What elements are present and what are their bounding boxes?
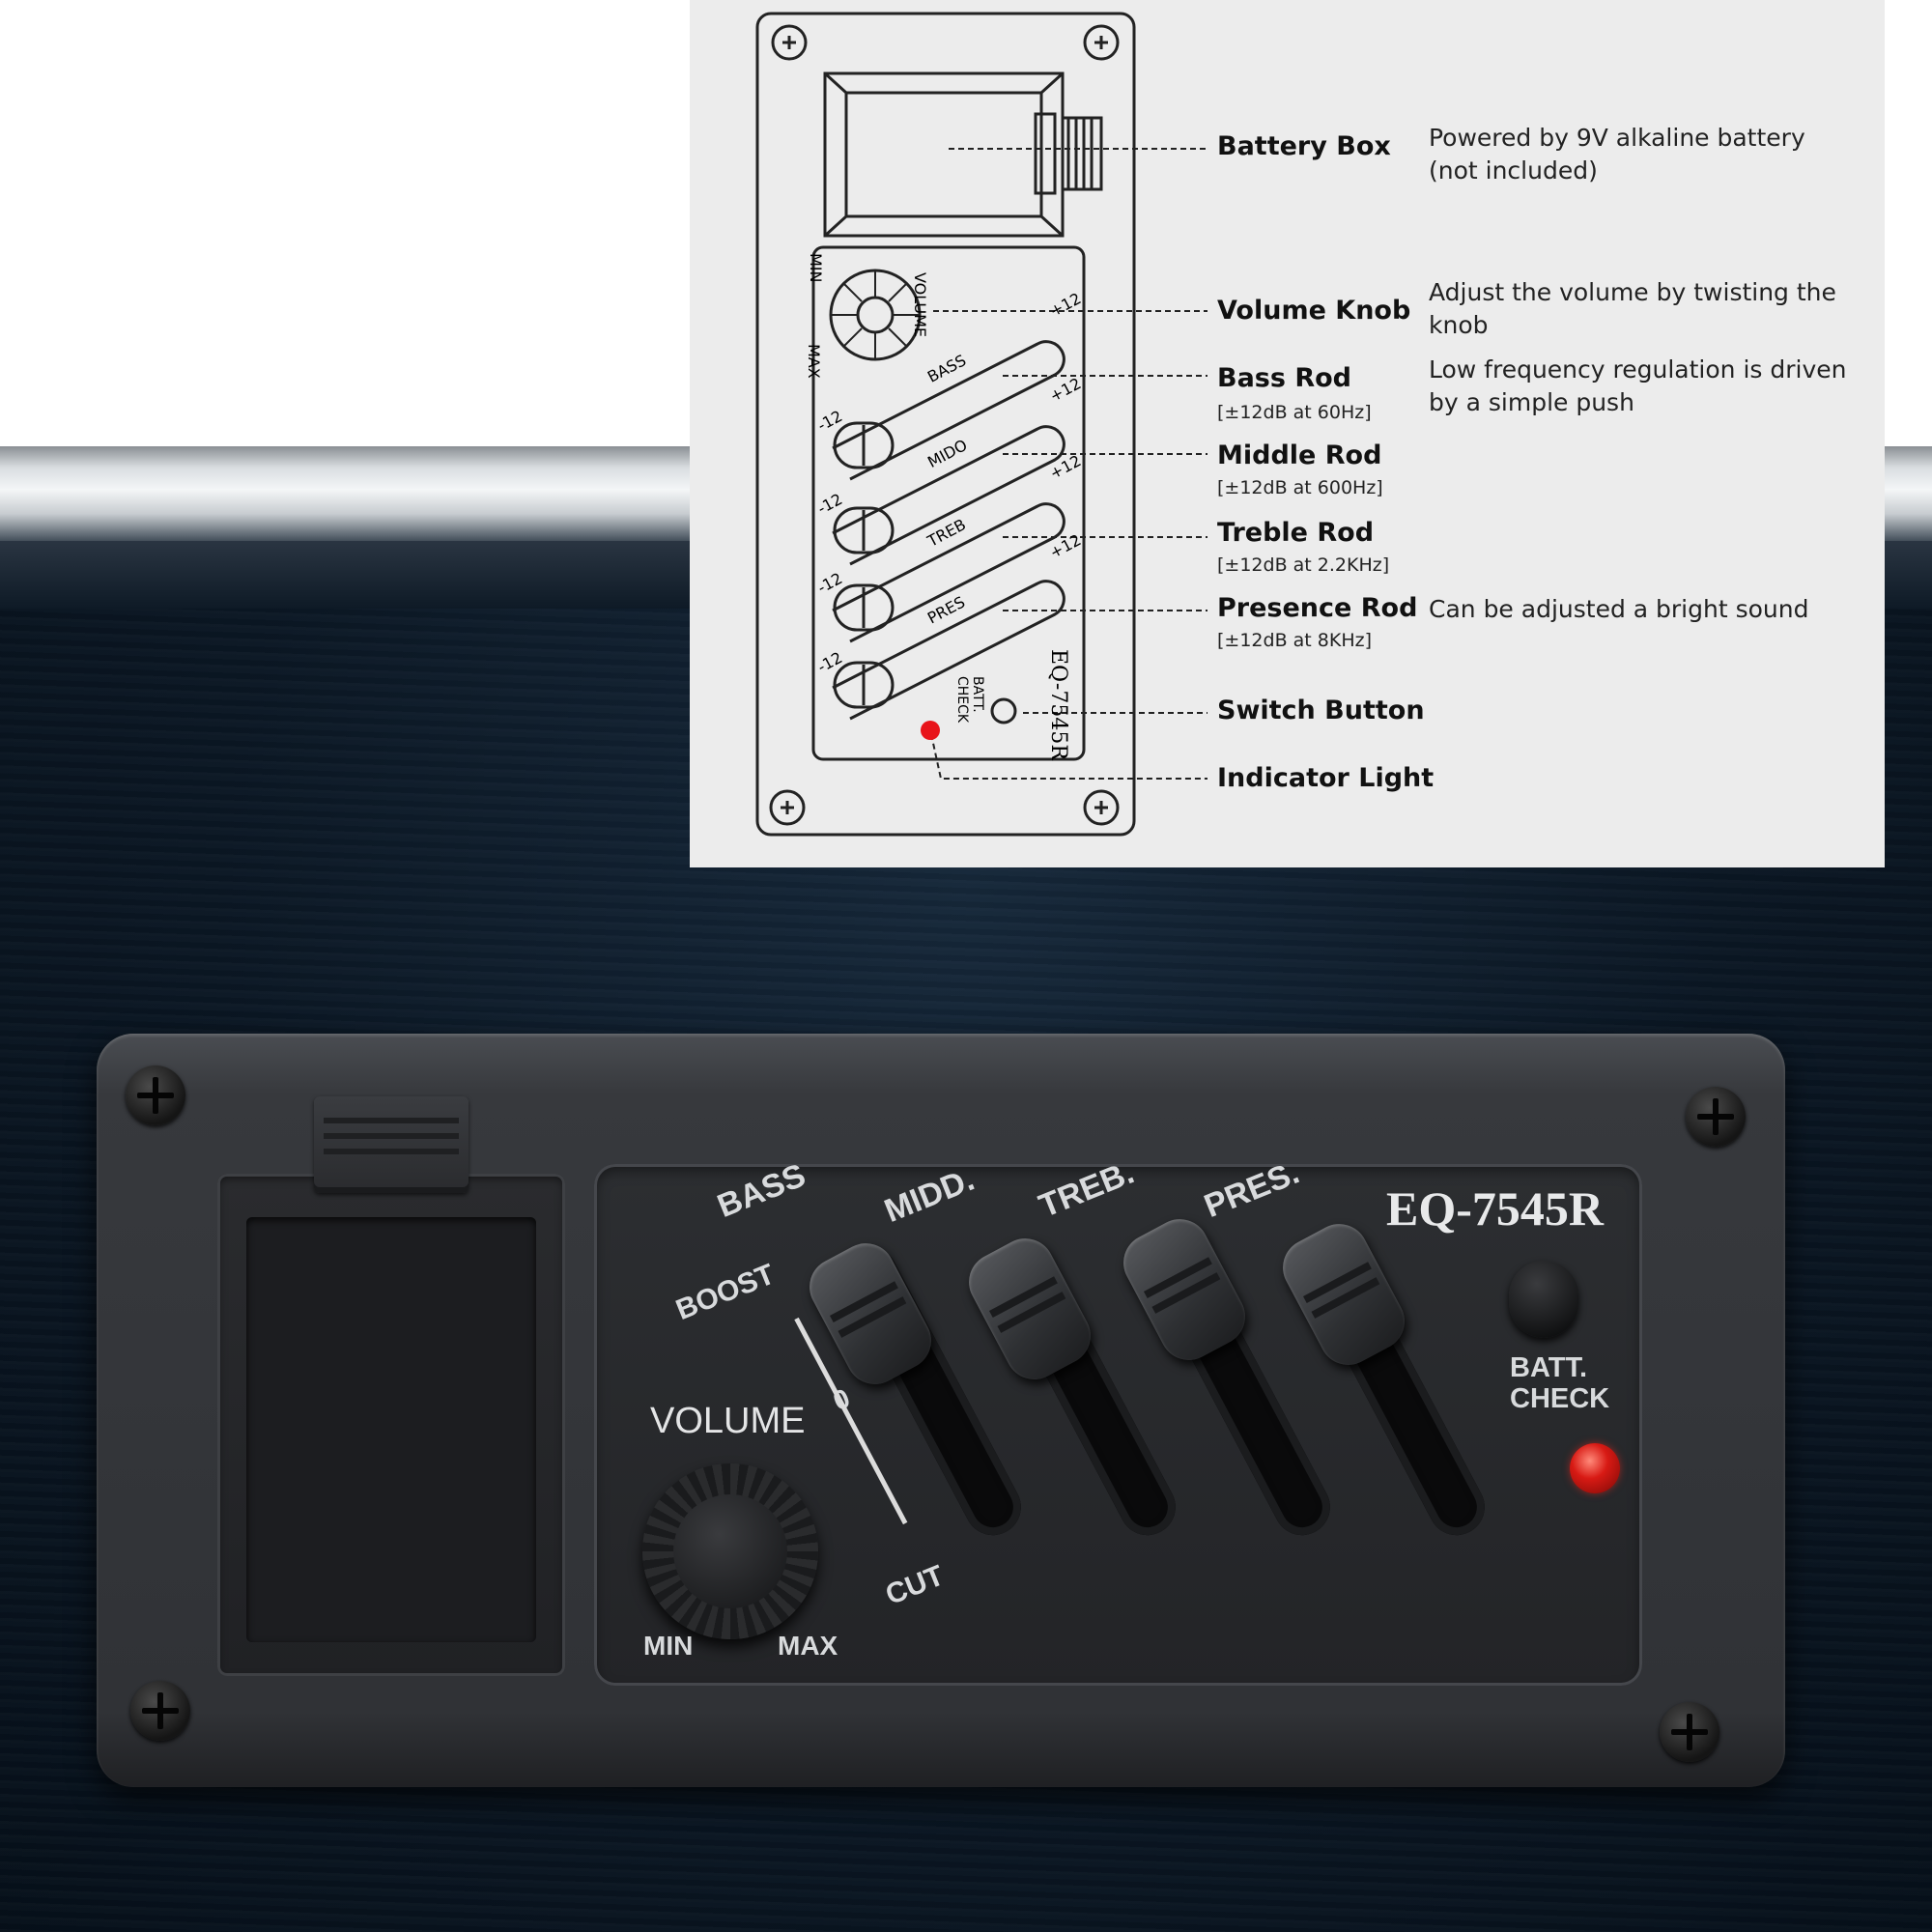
diagram-batt-check-label: BATT. CHECK — [954, 676, 985, 724]
diagram-slider-presence — [832, 580, 1065, 721]
desc-bass-rod: Low frequency regulation is driven by a … — [1429, 355, 1847, 416]
screw-icon — [130, 1681, 190, 1741]
photo-min-label: MIN — [643, 1631, 694, 1661]
screw-icon — [1686, 1087, 1746, 1147]
diagram-slider-middle — [832, 425, 1065, 566]
diagram-screw-icon — [1083, 24, 1120, 61]
diagram-screw-icon — [1083, 789, 1120, 826]
screw-icon — [1660, 1702, 1719, 1762]
spec-middle-rod: [±12dB at 600Hz] — [1217, 477, 1383, 498]
callout-indicator-light: Indicator Light — [1217, 763, 1435, 793]
diagram-volume-label: VOLUME — [911, 272, 929, 337]
spec-bass-rod: [±12dB at 60Hz] — [1217, 402, 1372, 423]
spec-presence-rod: [±12dB at 8KHz] — [1217, 630, 1372, 651]
desc-battery-box: Powered by 9V alkaline battery (not incl… — [1429, 124, 1805, 185]
callout-battery-box: Battery Box — [1217, 131, 1391, 161]
photo-check-label: CHECK — [1510, 1383, 1610, 1414]
diagram-card: MIN VOLUME MAX BASS MIDO TREB PRES +12 +… — [690, 0, 1885, 867]
diagram-model-label: EQ-7545R — [1046, 649, 1070, 760]
preamp-line-drawing — [755, 12, 1208, 837]
diagram-indicator-light — [921, 721, 940, 740]
callout-bass-rod: Bass Rod — [1217, 363, 1352, 393]
callout-middle-rod: Middle Rod — [1217, 440, 1382, 470]
diagram-slider-treble — [832, 502, 1065, 643]
photo-model-name: EQ-7545R — [1386, 1181, 1604, 1236]
callout-presence-rod: Presence Rod — [1217, 593, 1418, 623]
photo-volume-label: VOLUME — [650, 1401, 806, 1441]
callout-volume-knob: Volume Knob — [1217, 296, 1411, 326]
diagram-min-label: MIN — [807, 253, 825, 283]
batt-check-button[interactable] — [1509, 1261, 1578, 1338]
diagram-screw-icon — [769, 789, 806, 826]
battery-lid-recess — [246, 1217, 536, 1642]
volume-knob[interactable] — [642, 1463, 818, 1639]
indicator-led — [1570, 1443, 1620, 1493]
callout-switch-button: Switch Button — [1217, 696, 1425, 725]
desc-volume-knob: Adjust the volume by twisting the knob — [1429, 278, 1836, 339]
spec-treble-rod: [±12dB at 2.2KHz] — [1217, 554, 1390, 576]
battery-latch[interactable] — [314, 1096, 469, 1193]
diagram-max-label: MAX — [805, 344, 823, 379]
diagram-slider-bass — [832, 340, 1065, 481]
diagram-screw-icon — [771, 24, 808, 61]
screw-icon — [126, 1065, 185, 1125]
photo-batt-label: BATT. — [1510, 1352, 1588, 1383]
callout-treble-rod: Treble Rod — [1217, 518, 1375, 548]
desc-presence-rod: Can be adjusted a bright sound — [1429, 595, 1809, 623]
photo-max-label: MAX — [778, 1631, 838, 1661]
